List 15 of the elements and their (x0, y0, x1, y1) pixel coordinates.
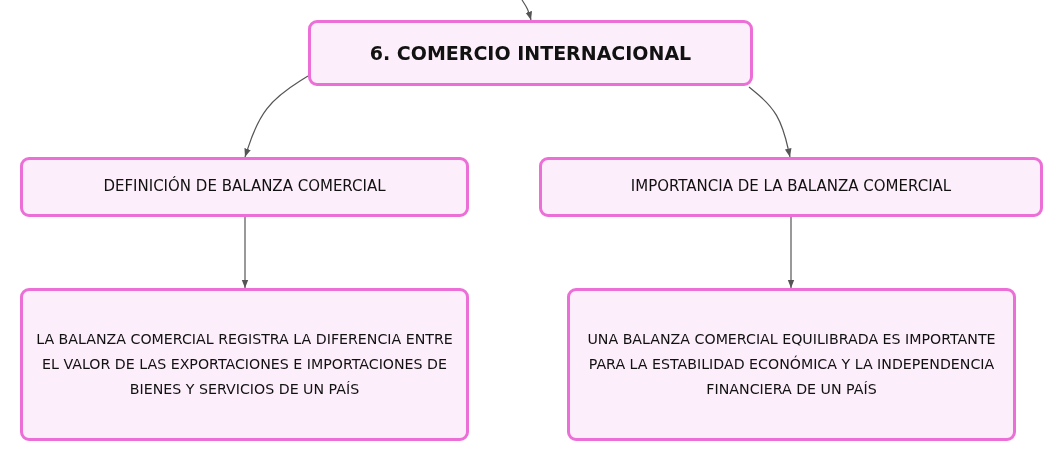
description-text: UNA BALANZA COMERCIAL EQUILIBRADA ES IMPORTANTE PARA LA ESTABILIDAD ECONÓMICA Y LA INDEPENDENCIA FINANCIERA DE UN PAÍS (586, 330, 997, 399)
topic-title: 6. COMERCIO INTERNACIONAL (369, 40, 692, 66)
concept-box (567, 288, 1016, 441)
concept-box (539, 157, 1043, 217)
arrow (244, 75, 309, 158)
concept-box (20, 157, 469, 217)
topic-box (308, 20, 753, 86)
arrow (241, 216, 249, 289)
concept-title: IMPORTANCIA DE LA BALANZA COMERCIAL (630, 177, 952, 197)
concept-title: DEFINICIÓN DE BALANZA COMERCIAL (103, 177, 386, 197)
concept-box (20, 288, 469, 441)
arrow (521, 0, 533, 21)
arrow (748, 86, 792, 158)
arrow (787, 216, 795, 289)
description-text: LA BALANZA COMERCIAL REGISTRA LA DIFERENCIA ENTRE EL VALOR DE LAS EXPORTACIONES E IMPORTACIONES DE BIENES Y SERVICIOS DE UN PAÍS (35, 330, 454, 399)
